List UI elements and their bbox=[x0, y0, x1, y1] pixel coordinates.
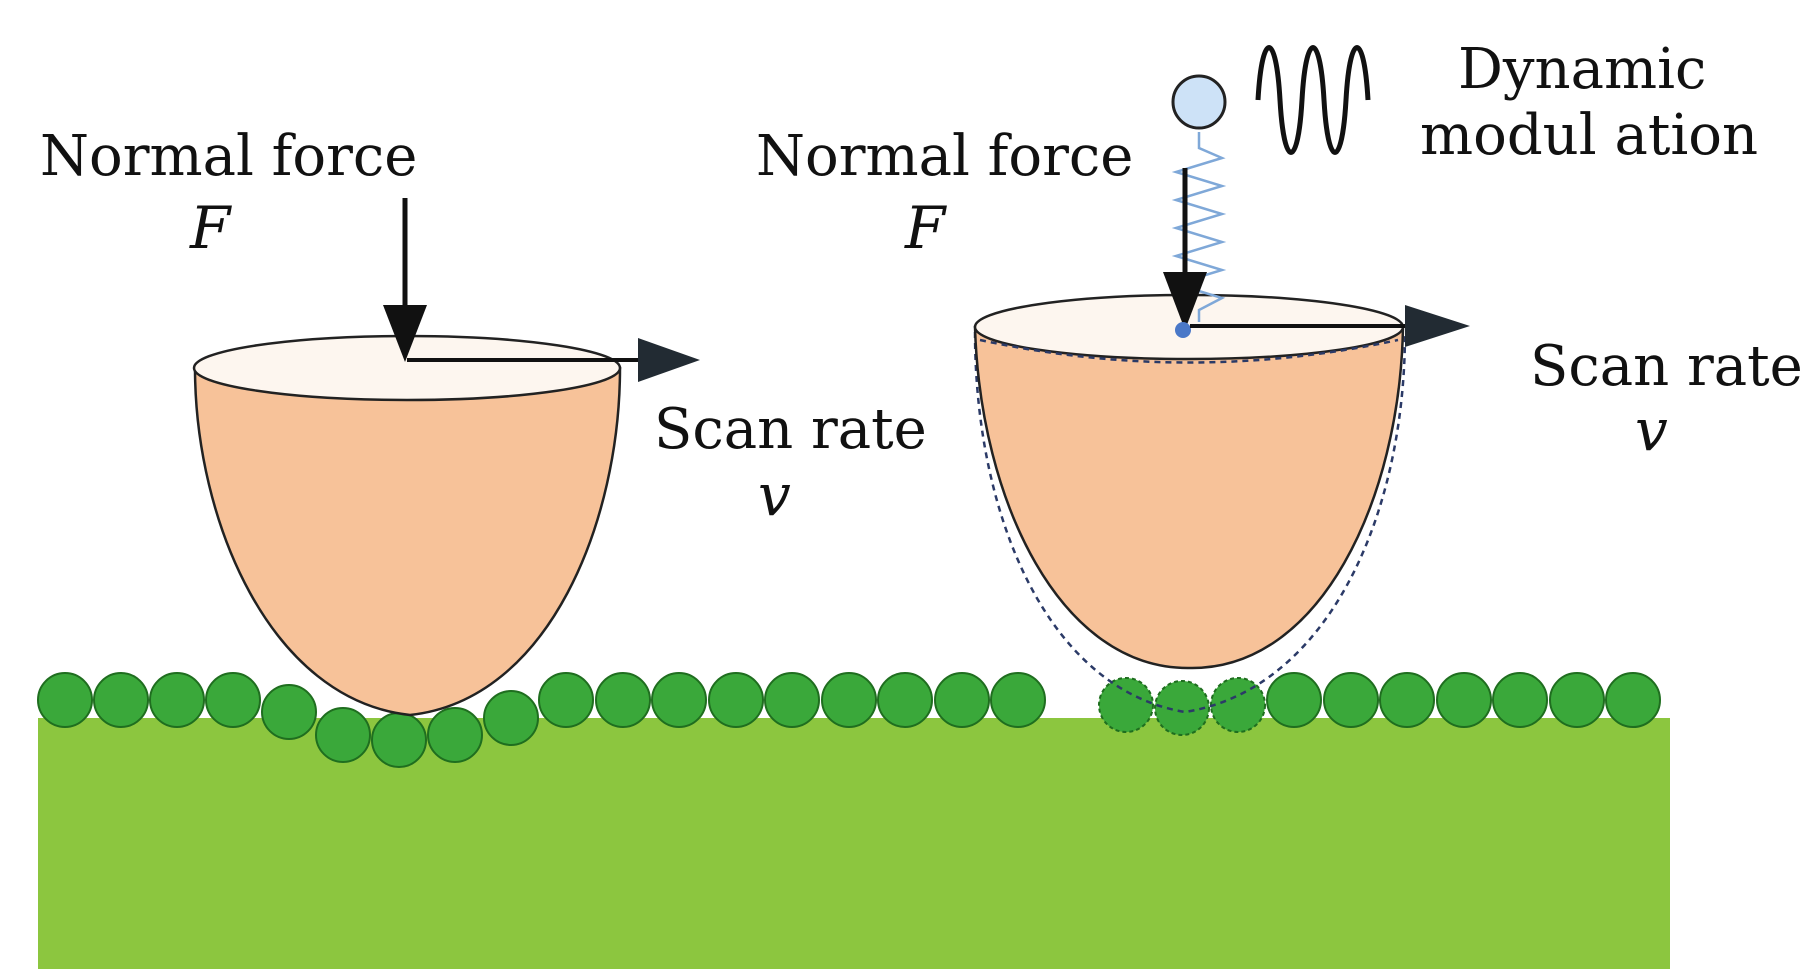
modulation-label-line1: Dynamic bbox=[1458, 37, 1706, 102]
particle bbox=[934, 672, 990, 728]
particle bbox=[1436, 672, 1492, 728]
particle-layer bbox=[37, 672, 1661, 768]
particle bbox=[1379, 672, 1435, 728]
particle bbox=[1323, 672, 1379, 728]
right-scan-symbol: v bbox=[1635, 396, 1668, 464]
left-force-label: Normal force bbox=[40, 124, 417, 189]
right-force-arrow bbox=[1163, 168, 1207, 338]
left-tip-body bbox=[193, 366, 622, 717]
sine-wave-icon bbox=[1255, 45, 1371, 155]
left-scan-label: Scan rate bbox=[654, 397, 927, 462]
particle bbox=[315, 707, 371, 763]
particle bbox=[1098, 677, 1154, 733]
particle bbox=[651, 672, 707, 728]
right-scan-arrow bbox=[1190, 305, 1470, 347]
particle bbox=[261, 684, 317, 740]
particle bbox=[1605, 672, 1661, 728]
substrate bbox=[38, 718, 1670, 969]
right-tip-body bbox=[973, 325, 1405, 670]
particle bbox=[371, 712, 427, 768]
particle bbox=[595, 672, 651, 728]
particle bbox=[821, 672, 877, 728]
right-force-symbol: F bbox=[904, 194, 947, 262]
particle bbox=[483, 690, 539, 746]
particle bbox=[990, 672, 1046, 728]
oscillator-ball bbox=[1171, 74, 1227, 130]
down-arrow-icon bbox=[383, 198, 427, 362]
modulation-label-line2: modul ation bbox=[1420, 103, 1758, 168]
right-tip-dashed-outline bbox=[973, 331, 1407, 714]
particle bbox=[1154, 680, 1210, 736]
particle bbox=[205, 672, 261, 728]
particle bbox=[1549, 672, 1605, 728]
particle bbox=[93, 672, 149, 728]
particle bbox=[764, 672, 820, 728]
left-tip bbox=[192, 334, 622, 717]
left-force-symbol: F bbox=[189, 194, 232, 262]
right-arrow-icon bbox=[407, 338, 700, 382]
spring-icon bbox=[1171, 132, 1227, 322]
right-force-label: Normal force bbox=[756, 124, 1133, 189]
particle bbox=[427, 707, 483, 763]
particle bbox=[877, 672, 933, 728]
right-tip bbox=[973, 293, 1407, 714]
particle bbox=[149, 672, 205, 728]
particle bbox=[37, 672, 93, 728]
left-scan-symbol: v bbox=[758, 461, 791, 529]
particle bbox=[1210, 677, 1266, 733]
particle bbox=[1492, 672, 1548, 728]
particle bbox=[538, 672, 594, 728]
right-tip-dashed-rim bbox=[979, 338, 1399, 364]
right-scan-label: Scan rate bbox=[1530, 334, 1803, 399]
particle bbox=[1266, 672, 1322, 728]
particle bbox=[708, 672, 764, 728]
